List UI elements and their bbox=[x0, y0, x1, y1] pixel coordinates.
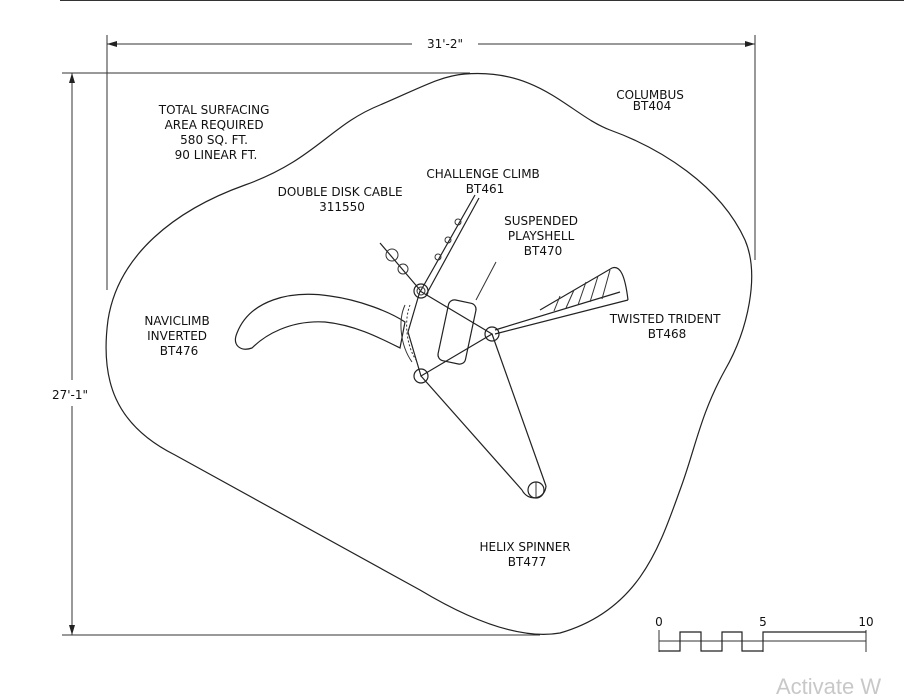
label-helix-spinner: HELIX SPINNER BT477 bbox=[480, 540, 575, 569]
height-dimension-label: 27'-1" bbox=[52, 388, 88, 402]
label-twisted-trident: TWISTED TRIDENT BT468 bbox=[609, 312, 724, 341]
label-columbus: COLUMBUS BT404 bbox=[616, 88, 688, 113]
label-double-disk-cable: DOUBLE DISK CABLE 311550 bbox=[278, 185, 407, 214]
surfacing-boundary bbox=[105, 72, 753, 635]
height-dimension: 27'-1" bbox=[52, 73, 88, 635]
scale-tick-10: 10 bbox=[858, 615, 873, 629]
label-challenge-climb: CHALLENGE CLIMB BT461 bbox=[426, 167, 543, 196]
scale-tick-5: 5 bbox=[759, 615, 767, 629]
width-dimension: 31'-2" bbox=[107, 37, 755, 51]
scale-tick-0: 0 bbox=[655, 615, 663, 629]
label-suspended-playshell: SUSPENDED PLAYSHELL BT470 bbox=[504, 214, 582, 258]
activation-watermark: Activate W bbox=[776, 674, 882, 699]
label-naviclimb-inverted: NAVICLIMB INVERTED BT476 bbox=[144, 314, 213, 358]
play-structure bbox=[379, 194, 629, 499]
naviclimb-bar bbox=[234, 293, 406, 350]
scale-bar: 0 5 10 bbox=[655, 615, 874, 652]
width-dimension-label: 31'-2" bbox=[427, 37, 463, 51]
surfacing-note: TOTAL SURFACING AREA REQUIRED 580 SQ. FT… bbox=[158, 103, 273, 162]
